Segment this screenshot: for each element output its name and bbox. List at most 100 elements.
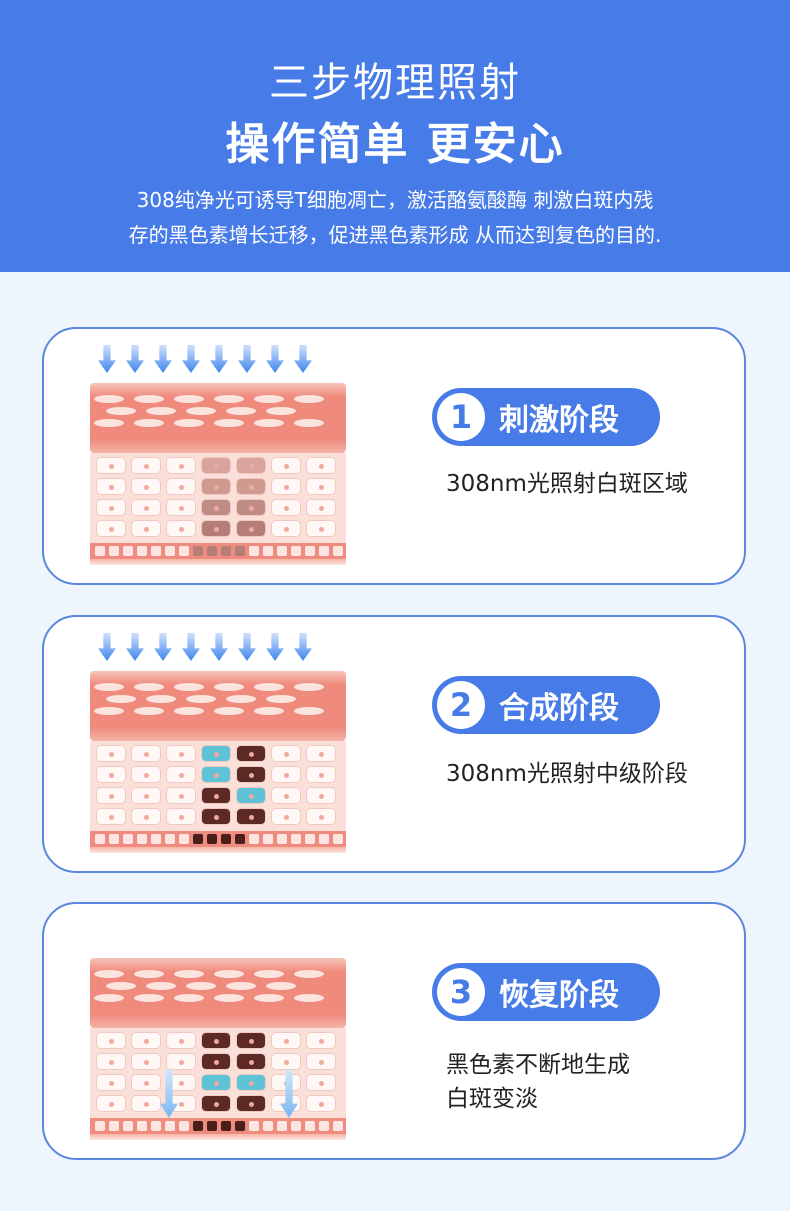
basal-cell — [277, 546, 287, 556]
cell-nucleus — [214, 773, 219, 778]
cell-nucleus — [319, 794, 324, 799]
melanocyte-cell — [201, 1074, 231, 1091]
cell-nucleus — [214, 506, 219, 511]
basal-cell — [193, 1121, 203, 1131]
cell-nucleus — [109, 1102, 114, 1107]
stage-text: 308nm光照射中级阶段 — [446, 757, 688, 791]
basal-cell — [221, 546, 231, 556]
basal-cell — [95, 1121, 105, 1131]
description-line: 存的黑色素增长迁移，促进黑色素形成 从而达到复色的目的. — [128, 223, 662, 247]
stage-number: 2 — [437, 681, 485, 729]
basal-cell — [277, 834, 287, 844]
cell-nucleus — [249, 506, 254, 511]
cell-nucleus — [144, 1060, 149, 1065]
flat-cell — [146, 407, 176, 415]
skin-cell — [271, 766, 301, 783]
skin-cell — [96, 766, 126, 783]
melanocyte-cell — [201, 1032, 231, 1049]
flat-cell — [134, 395, 164, 403]
cell-nucleus — [319, 1039, 324, 1044]
basal-cell — [319, 1121, 329, 1131]
melanocyte-cell — [236, 766, 266, 783]
flat-cell — [106, 695, 136, 703]
basal-cell — [319, 546, 329, 556]
cell-nucleus — [214, 794, 219, 799]
cell-nucleus — [249, 794, 254, 799]
cell-nucleus — [109, 773, 114, 778]
stage-card-2: 2 合成阶段 308nm光照射中级阶段 — [42, 615, 746, 873]
basal-cell — [137, 546, 147, 556]
stage-title: 合成阶段 — [499, 691, 619, 726]
cell-nucleus — [144, 506, 149, 511]
cell-nucleus — [319, 1060, 324, 1065]
cell-nucleus — [214, 1102, 219, 1107]
stage-title: 恢复阶段 — [499, 978, 619, 1013]
cell-nucleus — [214, 527, 219, 532]
skin-cell — [271, 478, 301, 495]
flat-cell — [226, 695, 256, 703]
basal-cell — [249, 546, 259, 556]
cell-nucleus — [144, 794, 149, 799]
cell-nucleus — [284, 485, 289, 490]
cell-nucleus — [179, 1081, 184, 1086]
flat-cell — [266, 982, 296, 990]
basal-cell — [207, 834, 217, 844]
skin-cell — [166, 745, 196, 762]
skin-cell — [306, 745, 336, 762]
skin-cell — [166, 457, 196, 474]
stage-title: 刺激阶段 — [499, 403, 619, 438]
dermis-layer — [90, 1134, 346, 1140]
basal-cell — [151, 546, 161, 556]
basal-cell — [165, 1121, 175, 1131]
stage-line: 308nm光照射中级阶段 — [446, 761, 688, 787]
basal-cell — [165, 546, 175, 556]
skin-cell — [166, 1074, 196, 1091]
cell-nucleus — [319, 506, 324, 511]
dermis-layer — [90, 847, 346, 853]
cell-nucleus — [249, 485, 254, 490]
skin-cell — [306, 1095, 336, 1112]
flat-cell — [254, 419, 284, 427]
epidermis-layer — [90, 958, 346, 1028]
flat-cell — [174, 419, 204, 427]
melanocyte-cell — [236, 457, 266, 474]
skin-cell — [96, 478, 126, 495]
skin-cell — [166, 478, 196, 495]
cell-nucleus — [144, 1081, 149, 1086]
cell-nucleus — [179, 506, 184, 511]
basal-cell — [305, 1121, 315, 1131]
cell-nucleus — [179, 794, 184, 799]
melanocyte-cell — [201, 808, 231, 825]
skin-cell — [271, 745, 301, 762]
skin-cell — [131, 808, 161, 825]
cell-nucleus — [284, 1060, 289, 1065]
basal-cell — [319, 834, 329, 844]
basal-cell — [235, 834, 245, 844]
cell-nucleus — [249, 752, 254, 757]
flat-cell — [186, 407, 216, 415]
stage-number: 3 — [437, 968, 485, 1016]
skin-melanin-synthesis-illustration-icon — [90, 633, 346, 853]
basal-cell — [109, 546, 119, 556]
basal-cell — [333, 546, 343, 556]
cell-nucleus — [319, 485, 324, 490]
skin-cell — [271, 457, 301, 474]
flat-cell — [134, 707, 164, 715]
cell-nucleus — [284, 794, 289, 799]
skin-cell — [306, 1053, 336, 1070]
cell-nucleus — [319, 815, 324, 820]
basal-cell — [249, 1121, 259, 1131]
basal-cell — [291, 1121, 301, 1131]
flat-cell — [186, 982, 216, 990]
basal-cell — [95, 546, 105, 556]
skin-cell — [131, 1095, 161, 1112]
melanocyte-cell — [201, 787, 231, 804]
skin-cell — [271, 1032, 301, 1049]
basal-cell — [221, 834, 231, 844]
basal-cell — [109, 1121, 119, 1131]
flat-cell — [94, 970, 124, 978]
dermis-layer — [90, 559, 346, 565]
cell-nucleus — [179, 1102, 184, 1107]
arrow-down-icon — [238, 633, 256, 661]
flat-cell — [254, 683, 284, 691]
